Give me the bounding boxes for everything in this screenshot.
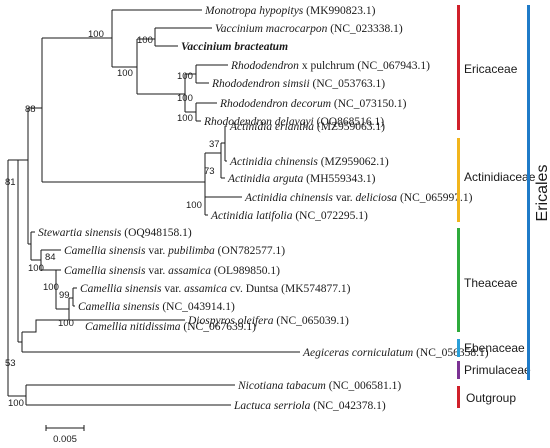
taxon-label: Rhododendron decorum (NC_073150.1) xyxy=(219,98,407,110)
scale-bar: 0.005 xyxy=(45,425,85,445)
taxon-labels: Monotropa hypopitys (MK990823.1) Vaccini… xyxy=(38,5,489,412)
family-label: Actinidiaceae xyxy=(464,170,536,184)
taxon-label: Camellia sinensis (NC_043914.1) xyxy=(78,301,235,313)
branch-diospyros xyxy=(22,319,185,333)
taxon-label: Diospyros oleifera (NC_065039.1) xyxy=(187,315,349,327)
support-label: 100 xyxy=(28,263,44,274)
taxon-label: Rhododendron simsii (NC_053763.1) xyxy=(211,78,385,90)
taxon-label-highlight: Vaccinium bracteatum xyxy=(181,41,288,53)
ebenaceae-bracket xyxy=(457,339,460,357)
taxon-label: Camellia sinensis var. assamica cv. Dunt… xyxy=(80,283,351,295)
taxon-label: Rhododendron delavayi (OQ868516.1) xyxy=(203,116,384,128)
taxon-label: Actinidia latifolia (NC_072295.1) xyxy=(210,210,368,222)
tree-branches xyxy=(7,9,300,406)
family-brackets: Ericaceae Actinidiaceae Theaceae Ebenace… xyxy=(457,5,550,408)
taxon-label: Actinidia chinensis var. deliciosa (NC_0… xyxy=(244,192,473,204)
taxon-label: Lactuca serriola (NC_042378.1) xyxy=(233,400,386,412)
scale-bar-label: 0.005 xyxy=(53,434,77,445)
taxon-label: Camellia sinensis var. assamica (OL98985… xyxy=(64,265,280,277)
family-label: Ericaceae xyxy=(464,62,518,76)
ericales-bracket xyxy=(527,5,530,380)
support-label: 100 xyxy=(88,29,104,40)
ericaceae-bracket xyxy=(457,5,460,130)
support-label: 100 xyxy=(8,398,24,409)
support-label: 73 xyxy=(204,166,215,177)
taxon-label: Monotropa hypopitys (MK990823.1) xyxy=(204,5,376,17)
actinidiaceae-bracket xyxy=(457,138,460,222)
scale-bar-line xyxy=(45,425,85,431)
taxon-label: Rhododendron x pulchrum (NC_067943.1) xyxy=(230,60,430,72)
support-values: 100 100 100 100 100 100 88 37 73 100 81 … xyxy=(5,29,220,409)
taxon-label: Aegiceras corniculatum (NC_056358.1) xyxy=(302,347,489,359)
family-label: Theaceae xyxy=(464,276,518,290)
taxon-label: Actinidia chinensis (MZ959062.1) xyxy=(229,156,389,168)
support-label: 100 xyxy=(177,93,193,104)
taxon-label: Nicotiana tabacum (NC_006581.1) xyxy=(237,380,401,392)
support-label: 88 xyxy=(25,104,36,115)
taxon-label: Vaccinium macrocarpon (NC_023338.1) xyxy=(215,23,403,35)
support-label: 37 xyxy=(209,139,220,150)
support-label: 100 xyxy=(177,71,193,82)
support-label: 100 xyxy=(117,68,133,79)
support-label: 81 xyxy=(5,177,16,188)
taxon-label: Camellia sinensis var. pubilimba (ON7825… xyxy=(64,245,285,257)
family-label: Primulaceae xyxy=(464,363,531,377)
support-label: 84 xyxy=(45,252,56,263)
support-label: 100 xyxy=(58,318,74,329)
taxon-label: Camellia nitidissima (NC_067639.1) xyxy=(85,321,256,333)
support-label: 100 xyxy=(43,282,59,293)
support-label: 100 xyxy=(137,35,153,46)
support-label: 53 xyxy=(5,358,16,369)
theaceae-bracket xyxy=(457,228,460,332)
order-label: Ericales xyxy=(534,165,550,222)
primulaceae-bracket xyxy=(457,361,460,379)
taxon-label: Actinidia eriantha (MZ959063.1) xyxy=(229,121,385,133)
outgroup-bracket xyxy=(457,386,460,408)
taxon-label: Actinidia arguta (MH559343.1) xyxy=(227,173,376,185)
support-label: 100 xyxy=(186,200,202,211)
family-label: Outgroup xyxy=(466,391,516,405)
support-label: 100 xyxy=(177,113,193,124)
family-label: Ebenaceae xyxy=(464,341,525,355)
support-label: 99 xyxy=(59,290,70,301)
taxon-label: Stewartia sinensis (OQ948158.1) xyxy=(38,227,192,239)
